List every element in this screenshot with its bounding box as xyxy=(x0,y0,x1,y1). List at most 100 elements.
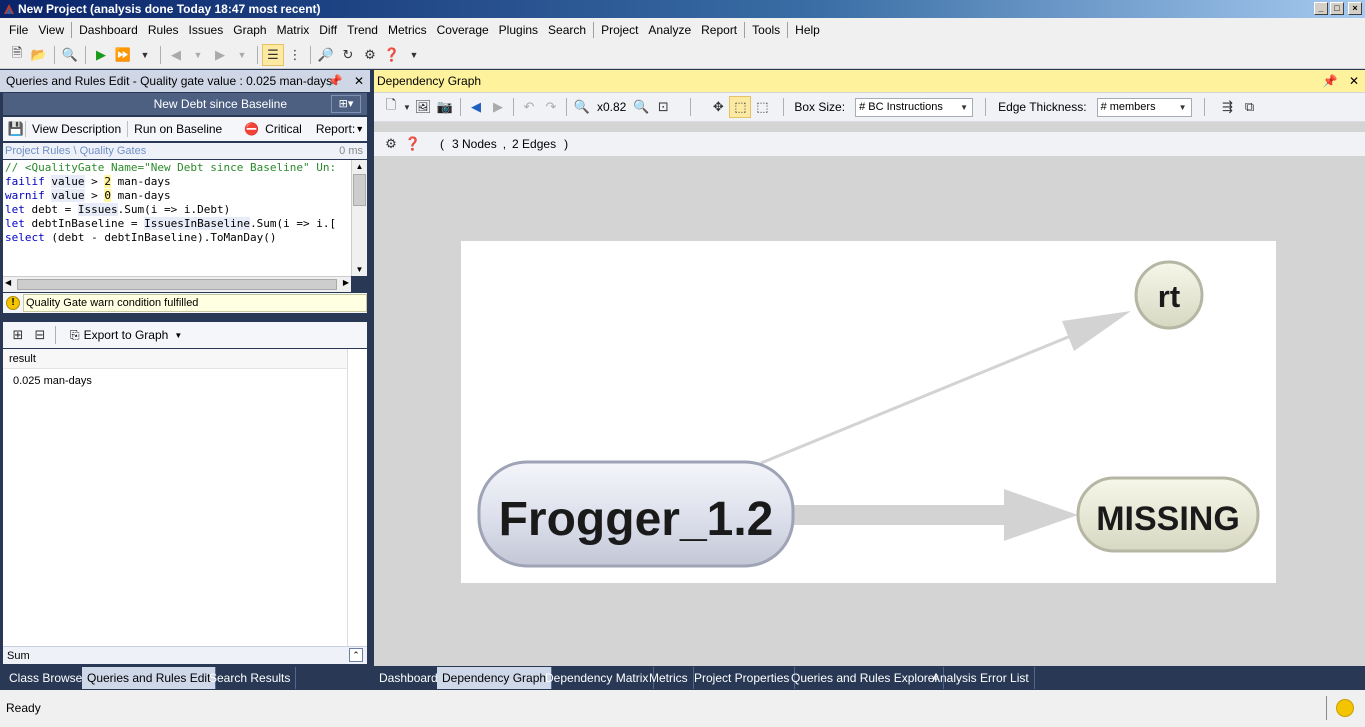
tab-project-properties[interactable]: Project Properties xyxy=(689,667,796,689)
menu-trend[interactable]: Trend xyxy=(347,23,378,37)
scroll-thumb[interactable] xyxy=(353,174,366,206)
tab-queries-rules-explorer[interactable]: Queries and Rules Explorer xyxy=(786,667,945,689)
menu-tools[interactable]: Tools xyxy=(752,23,781,37)
tab-dependency-graph[interactable]: Dependency Graph xyxy=(437,667,553,689)
result-column-header[interactable]: result xyxy=(3,349,347,369)
menu-coverage[interactable]: Coverage xyxy=(436,23,489,37)
undo-icon[interactable]: ↶ xyxy=(523,99,535,114)
edge-count[interactable]: 2 Edges xyxy=(512,137,557,151)
open-project-icon[interactable]: 📂 xyxy=(30,47,48,62)
tab-search-results[interactable]: Search Results xyxy=(204,667,297,689)
graph-edge-frogger-rt[interactable] xyxy=(760,333,1074,465)
help-icon[interactable]: ❓ xyxy=(404,136,422,151)
tab-dashboard[interactable]: Dashboard xyxy=(374,667,444,689)
query-editor[interactable]: // <QualityGate Name="New Debt since Bas… xyxy=(3,160,351,276)
menu-file[interactable]: File xyxy=(9,23,29,37)
status-indicator-icon[interactable] xyxy=(1336,699,1354,717)
export-to-graph-button[interactable]: Export to Graph xyxy=(83,328,169,342)
back-icon[interactable]: ◀ xyxy=(471,99,481,114)
box-size-select[interactable]: # BC Instructions ▼ xyxy=(855,97,974,117)
zoom-in-icon[interactable]: 🔍 xyxy=(573,99,591,114)
report-dropdown[interactable]: Report: xyxy=(315,122,356,136)
restore-button[interactable]: □ xyxy=(1330,2,1344,15)
close-panel-icon[interactable]: ✕ xyxy=(353,74,364,88)
view-description-button[interactable]: View Description xyxy=(32,122,122,136)
zoom-fit-icon[interactable]: ⊡ xyxy=(657,99,669,114)
save-icon[interactable]: 💾 xyxy=(7,121,25,136)
edge-thickness-select[interactable]: # members ▼ xyxy=(1096,97,1192,117)
move-icon[interactable]: ✥ xyxy=(712,99,724,114)
tree-view-icon[interactable]: ☰ xyxy=(262,44,284,66)
run-analysis-icon[interactable]: ▶ xyxy=(96,47,106,62)
scroll-up-icon[interactable]: ▲ xyxy=(355,162,364,171)
editor-vertical-scrollbar[interactable]: ▲ ▼ xyxy=(351,160,367,276)
forward-icon[interactable]: ▶ xyxy=(215,47,225,62)
redo-icon[interactable]: ↷ xyxy=(545,99,557,114)
scroll-down-icon[interactable]: ▼ xyxy=(355,265,364,274)
gear-icon[interactable]: ⚙ xyxy=(385,136,397,151)
menu-analyze[interactable]: Analyze xyxy=(648,23,692,37)
minimize-button[interactable]: _ xyxy=(1314,2,1328,15)
search-assembly-icon[interactable]: 🔍 xyxy=(61,47,79,62)
collapse-icon[interactable]: ⌃ xyxy=(349,648,363,662)
report-dropdown-arrow-icon[interactable]: ▼ xyxy=(355,124,365,134)
layout-vertical-icon[interactable]: ⧉ xyxy=(1244,99,1255,114)
export-image-icon[interactable]: 🖼 xyxy=(414,99,432,114)
critical-toggle[interactable]: Critical xyxy=(265,122,302,136)
list-view-icon[interactable]: ⋮ xyxy=(288,47,302,62)
rule-name[interactable]: New Debt since Baseline xyxy=(153,97,287,111)
back-dropdown-icon[interactable]: ▼ xyxy=(193,50,203,60)
gear-icon[interactable]: ⚙ xyxy=(364,47,376,62)
expand-all-icon[interactable]: ⊞ xyxy=(12,327,24,342)
menu-diff[interactable]: Diff xyxy=(319,23,338,37)
graph-node-missing[interactable]: MISSING xyxy=(1076,476,1260,553)
result-value[interactable]: 0.025 man-days xyxy=(13,375,92,387)
rule-options-button[interactable]: ⊞▾ xyxy=(331,95,361,113)
pin-icon[interactable]: 📌 xyxy=(1322,74,1338,88)
toolbar-overflow-icon[interactable]: ▼ xyxy=(409,50,419,60)
run-on-baseline-button[interactable]: Run on Baseline xyxy=(134,122,223,136)
tab-queries-rules-edit[interactable]: Queries and Rules Edit xyxy=(82,667,217,689)
new-graph-dropdown-icon[interactable]: ▼ xyxy=(403,102,411,112)
menu-report[interactable]: Report xyxy=(701,23,738,37)
graph-node-rt[interactable]: rt xyxy=(1134,260,1204,330)
tab-analysis-error-list[interactable]: Analysis Error List xyxy=(927,667,1035,689)
help-icon[interactable]: ❓ xyxy=(383,47,401,62)
collapse-all-icon[interactable]: ⊟ xyxy=(34,327,46,342)
run-analysis-options-icon[interactable]: ⏩ xyxy=(114,47,132,62)
menu-view[interactable]: View xyxy=(38,23,65,37)
node-count[interactable]: 3 Nodes xyxy=(452,137,497,151)
menu-rules[interactable]: Rules xyxy=(147,23,179,37)
layout-horizontal-icon[interactable]: ⇶ xyxy=(1222,99,1234,114)
scroll-thumb[interactable] xyxy=(17,279,337,290)
graph-edge-frogger-missing[interactable] xyxy=(794,505,1006,525)
lasso-select-icon[interactable]: ⬚ xyxy=(756,99,769,114)
export-dropdown-arrow-icon[interactable]: ▼ xyxy=(174,330,183,340)
find-icon[interactable]: 🔎 xyxy=(317,47,335,62)
zoom-out-icon[interactable]: 🔍 xyxy=(633,99,650,114)
menu-project[interactable]: Project xyxy=(601,23,639,37)
back-icon[interactable]: ◀ xyxy=(171,47,181,62)
rect-select-icon[interactable]: ⬚ xyxy=(729,96,752,118)
menu-search[interactable]: Search xyxy=(548,23,587,37)
pin-icon[interactable]: 📌 xyxy=(327,74,343,88)
tab-class-browser[interactable]: Class Browser xyxy=(4,667,93,689)
menu-matrix[interactable]: Matrix xyxy=(276,23,310,37)
tab-dependency-matrix[interactable]: Dependency Matrix xyxy=(540,667,655,689)
graph-node-frogger[interactable]: Frogger_1.2 xyxy=(477,460,795,568)
forward-icon[interactable]: ▶ xyxy=(493,99,503,114)
editor-horizontal-scrollbar[interactable]: ◀ ▶ xyxy=(3,276,351,292)
new-graph-icon[interactable]: 🗋 xyxy=(385,97,397,112)
menu-metrics[interactable]: Metrics xyxy=(387,23,427,37)
menu-plugins[interactable]: Plugins xyxy=(498,23,539,37)
menu-help[interactable]: Help xyxy=(795,23,820,37)
close-panel-icon[interactable]: ✕ xyxy=(1348,74,1359,88)
menu-dashboard[interactable]: Dashboard xyxy=(79,23,138,37)
menu-graph[interactable]: Graph xyxy=(233,23,267,37)
new-project-icon[interactable]: 🗎 xyxy=(11,45,23,60)
snapshot-icon[interactable]: 📷 xyxy=(436,99,454,114)
menu-issues[interactable]: Issues xyxy=(188,23,224,37)
tab-metrics[interactable]: Metrics xyxy=(644,667,694,689)
scroll-left-icon[interactable]: ◀ xyxy=(5,278,12,287)
rule-path-link[interactable]: Project Rules \ Quality Gates xyxy=(5,145,147,157)
